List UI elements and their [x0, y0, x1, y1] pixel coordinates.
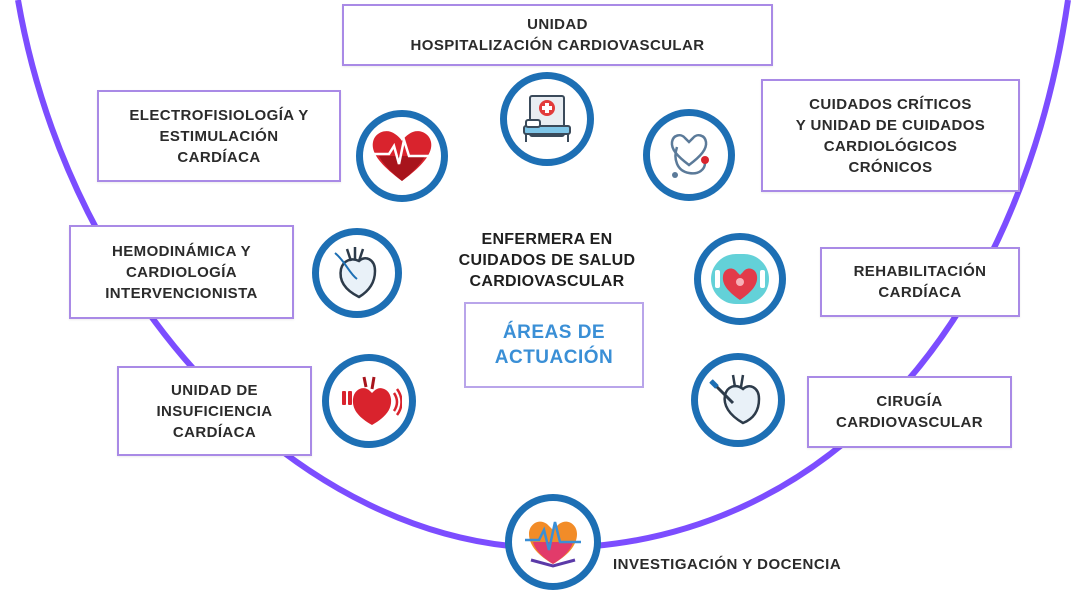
area-cirugia-box: CIRUGÍA CARDIOVASCULAR [807, 376, 1012, 448]
hospital-bed-icon [500, 72, 594, 166]
areas-label-box: ÁREAS DE ACTUACIÓN [464, 302, 644, 388]
area-cuidados-criticos-box: CUIDADOS CRÍTICOS Y UNIDAD DE CUIDADOS C… [761, 79, 1020, 192]
area-electrofisiologia-box: ELECTROFISIOLOGÍA Y ESTIMULACIÓN CARDÍAC… [97, 90, 341, 182]
heart-ecg-icon [356, 110, 448, 202]
heart-failure-icon [322, 354, 416, 448]
center-title: ENFERMERA EN CUIDADOS DE SALUD CARDIOVAS… [458, 231, 636, 290]
area-cirugia-label: CIRUGÍA CARDIOVASCULAR [836, 393, 983, 431]
heart-catheter-icon [312, 228, 402, 318]
heart-rehab-icon [694, 233, 786, 325]
heart-surgery-icon [691, 353, 785, 447]
area-hemodinamica-box: HEMODINÁMICA Y CARDIOLOGÍA INTERVENCIONI… [69, 225, 294, 319]
area-insuficiencia-box: UNIDAD DE INSUFICIENCIA CARDÍACA [117, 366, 312, 456]
area-hemodinamica-label: HEMODINÁMICA Y CARDIOLOGÍA INTERVENCIONI… [105, 242, 258, 302]
area-electrofisiologia-label: ELECTROFISIOLOGÍA Y ESTIMULACIÓN CARDÍAC… [129, 106, 309, 166]
book-ecg-icon [505, 494, 601, 590]
area-hospitalizacion-label: UNIDAD HOSPITALIZACIÓN CARDIOVASCULAR [410, 16, 705, 54]
area-cuidados-criticos-label: CUIDADOS CRÍTICOS Y UNIDAD DE CUIDADOS C… [795, 95, 986, 176]
area-hospitalizacion-box: UNIDAD HOSPITALIZACIÓN CARDIOVASCULAR [342, 4, 773, 66]
area-investigacion-label: INVESTIGACIÓN Y DOCENCIA [613, 556, 842, 573]
area-rehabilitacion-label: REHABILITACIÓN CARDÍACA [853, 263, 987, 301]
stethoscope-heart-icon [643, 109, 735, 201]
area-insuficiencia-label: UNIDAD DE INSUFICIENCIA CARDÍACA [156, 381, 273, 441]
area-rehabilitacion-box: REHABILITACIÓN CARDÍACA [820, 247, 1020, 317]
